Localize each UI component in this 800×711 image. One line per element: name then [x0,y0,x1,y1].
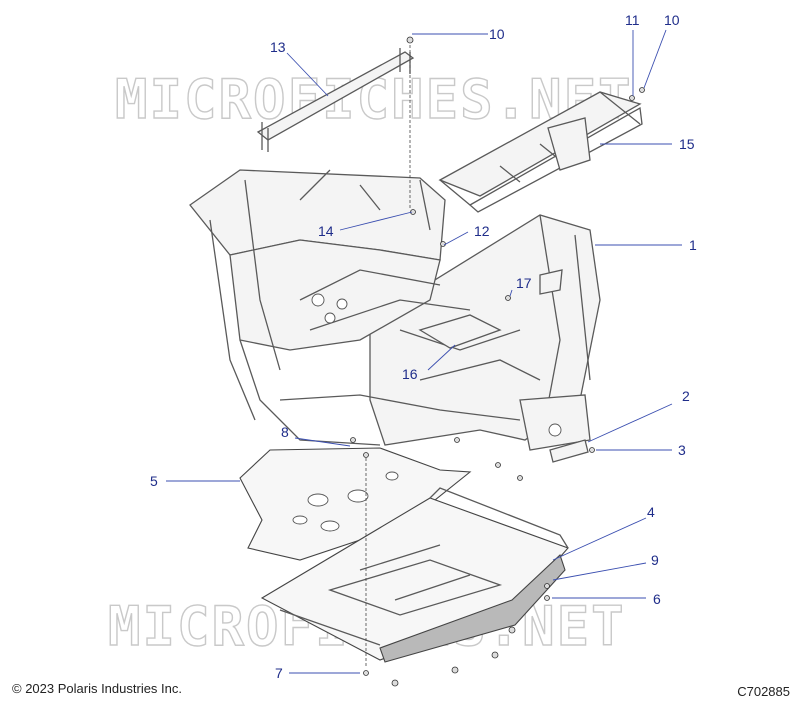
leader-lines [166,29,682,674]
part-5-front-skid-plate [239,447,472,561]
callout-10-top: 10 [489,26,505,42]
callout-17: 17 [516,275,532,291]
callout-7: 7 [275,665,283,681]
callout-1: 1 [689,237,697,253]
callout-14: 14 [318,223,334,239]
callout-11: 11 [625,12,640,28]
copyright-notice: © 2023 Polaris Industries Inc. [12,681,182,696]
callout-10-right: 10 [664,12,680,28]
callout-3: 3 [678,442,686,458]
part-2-bracket [549,439,589,463]
part-1-main-frame [189,169,601,451]
part-15-rear-subframe [438,91,643,213]
part-16-plate [418,314,502,349]
callout-15: 15 [679,136,695,152]
callout-9: 9 [651,552,659,568]
diagram-code: C702885 [737,684,790,699]
callout-16: 16 [402,366,418,382]
callout-labels: 1 2 3 4 5 6 7 8 9 10 10 11 12 13 14 15 1… [150,12,697,681]
callout-6: 6 [653,591,661,607]
part-4-rear-skid-plate [260,487,569,663]
callout-5: 5 [150,473,158,489]
callout-8: 8 [281,424,289,440]
callout-12: 12 [474,223,490,239]
callout-13: 13 [270,39,286,55]
fasteners [350,36,645,687]
callout-2: 2 [682,388,690,404]
callout-4: 4 [647,504,655,520]
